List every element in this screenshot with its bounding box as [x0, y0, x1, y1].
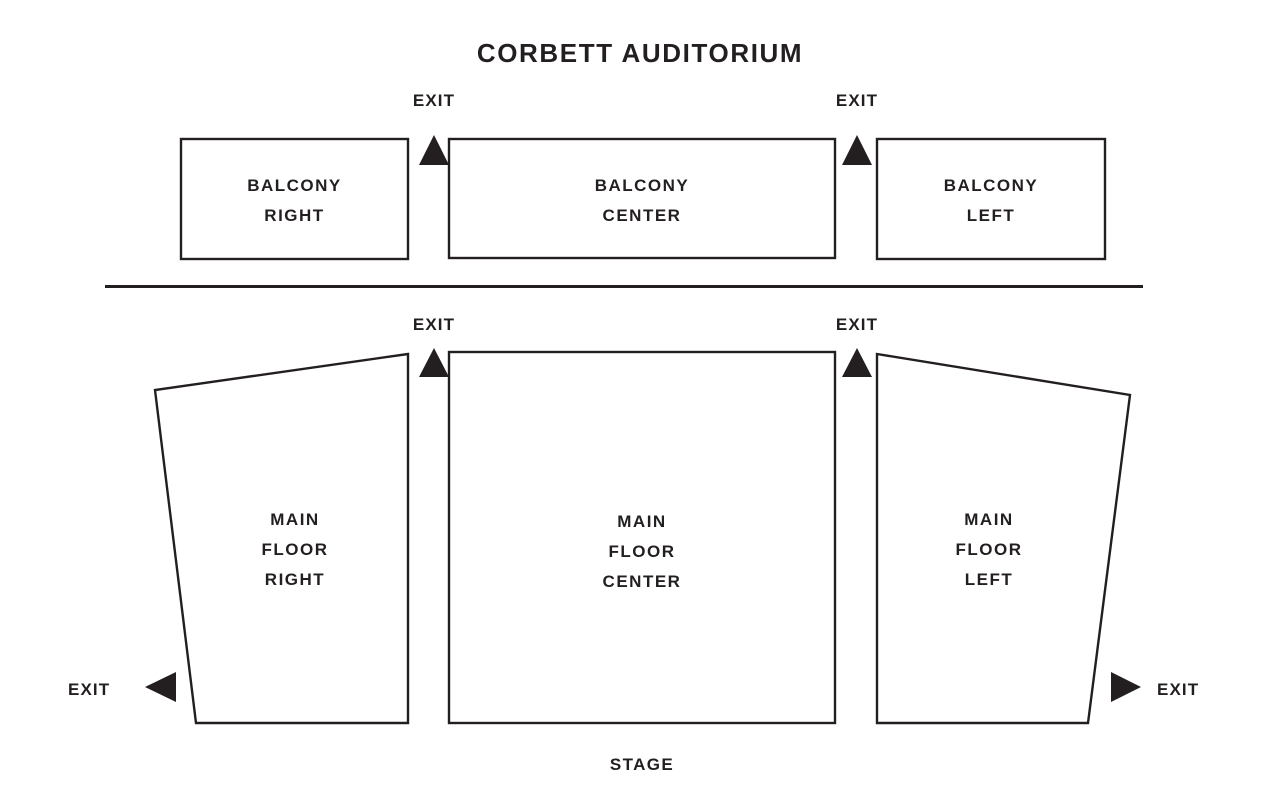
balcony-right-shape[interactable]	[179, 137, 410, 261]
exit-arrow-up-icon[interactable]	[419, 348, 449, 377]
main-floor-exit-right-label: EXIT	[413, 315, 455, 334]
exit-arrow-up-icon[interactable]	[842, 348, 872, 377]
main-floor-left-label-line1: MAIN	[964, 510, 1013, 529]
balcony-level-group: BALCONY RIGHT BALCONY CENTER BALCONY LEF…	[179, 91, 1107, 261]
main-floor-exit-right[interactable]: EXIT	[413, 315, 455, 377]
balcony-right-label-line2: RIGHT	[264, 206, 324, 225]
section-balcony-left[interactable]: BALCONY LEFT	[875, 137, 1107, 261]
balcony-exit-left-label: EXIT	[836, 91, 878, 110]
main-floor-right-label-line1: MAIN	[270, 510, 319, 529]
main-floor-center-label-line1: MAIN	[617, 512, 666, 531]
balcony-left-label-line2: LEFT	[967, 206, 1016, 225]
stage-label: STAGE	[610, 755, 674, 774]
main-floor-right-label-line2: FLOOR	[262, 540, 329, 559]
main-floor-level-group: MAIN FLOOR RIGHT MAIN FLOOR CENTER MAIN …	[68, 315, 1199, 774]
exit-arrow-right-icon[interactable]	[1111, 672, 1141, 702]
main-floor-left-label-line3: LEFT	[965, 570, 1014, 589]
exit-arrow-up-icon[interactable]	[842, 135, 872, 165]
page-title: CORBETT AUDITORIUM	[477, 38, 803, 68]
side-exit-right-label: EXIT	[68, 680, 110, 699]
main-floor-right-label-line3: RIGHT	[265, 570, 325, 589]
side-exit-left-label: EXIT	[1157, 680, 1199, 699]
main-floor-left-label-line2: FLOOR	[956, 540, 1023, 559]
main-floor-center-shape[interactable]	[447, 350, 837, 725]
exit-arrow-left-icon[interactable]	[145, 672, 176, 702]
section-main-floor-center[interactable]: MAIN FLOOR CENTER	[447, 350, 837, 725]
balcony-exit-left[interactable]: EXIT	[836, 91, 878, 165]
balcony-center-label-line2: CENTER	[603, 206, 682, 225]
balcony-exit-right-label: EXIT	[413, 91, 455, 110]
main-floor-right-shape[interactable]	[153, 352, 410, 725]
main-floor-exit-left-label: EXIT	[836, 315, 878, 334]
balcony-left-label-line1: BALCONY	[944, 176, 1039, 195]
section-main-floor-right[interactable]: MAIN FLOOR RIGHT	[153, 352, 410, 725]
balcony-exit-right[interactable]: EXIT	[413, 91, 455, 165]
side-exit-left[interactable]: EXIT	[1111, 672, 1199, 702]
main-floor-exit-left[interactable]: EXIT	[836, 315, 878, 377]
section-main-floor-left[interactable]: MAIN FLOOR LEFT	[875, 352, 1132, 725]
side-exit-right[interactable]: EXIT	[68, 672, 176, 702]
exit-arrow-up-icon[interactable]	[419, 135, 449, 165]
balcony-right-label-line1: BALCONY	[247, 176, 342, 195]
balcony-center-label-line1: BALCONY	[595, 176, 690, 195]
section-balcony-right[interactable]: BALCONY RIGHT	[179, 137, 410, 261]
balcony-left-shape[interactable]	[875, 137, 1107, 261]
section-balcony-center[interactable]: BALCONY CENTER	[447, 137, 837, 260]
main-floor-left-shape[interactable]	[875, 352, 1132, 725]
balcony-center-shape[interactable]	[447, 137, 837, 260]
main-floor-center-label-line2: FLOOR	[609, 542, 676, 561]
main-floor-center-label-line3: CENTER	[603, 572, 682, 591]
